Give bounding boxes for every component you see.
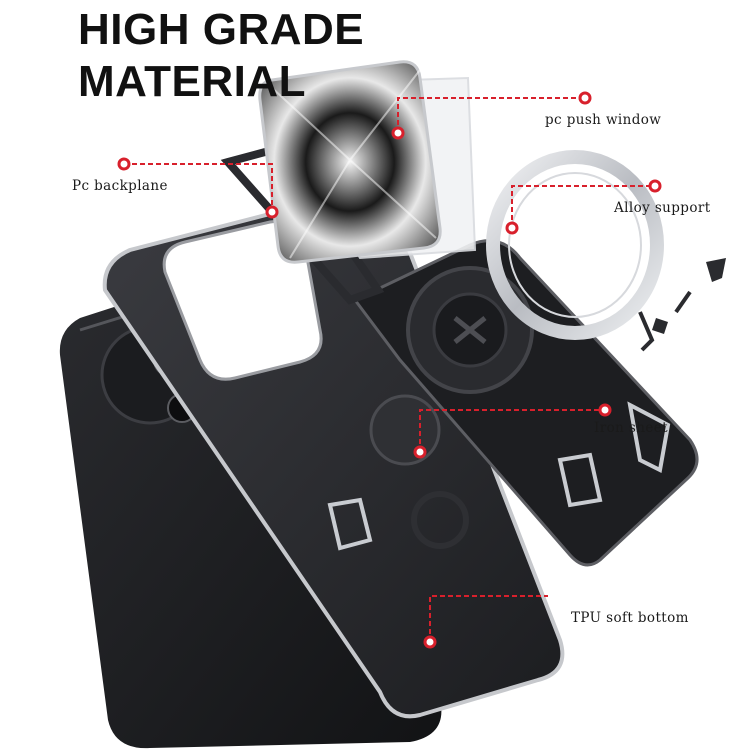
label-pc-backplane: Pc backplane bbox=[72, 178, 168, 194]
callout-line-iron-sheet bbox=[419, 409, 605, 452]
callout-line-pc-push-window bbox=[397, 97, 585, 133]
alloy-support-ring bbox=[486, 150, 664, 352]
label-pc-push-window: pc push window bbox=[545, 112, 662, 128]
label-alloy-support: Alloy support bbox=[614, 200, 711, 216]
label-tpu-soft-bottom: TPU soft bottom bbox=[571, 610, 689, 626]
callout-line-alloy-support bbox=[511, 185, 655, 228]
headline-line-2: MATERIAL bbox=[78, 57, 307, 106]
headline-line-1: HIGH GRADE bbox=[78, 5, 365, 54]
callout-line-pc-backplane bbox=[124, 163, 273, 212]
hardware-pins bbox=[652, 258, 726, 334]
label-iron-sheet: Iron sheet bbox=[594, 420, 668, 436]
pc-push-window bbox=[258, 60, 477, 264]
callout-lines bbox=[124, 97, 655, 642]
headline: HIGH GRADE MATERIAL bbox=[78, 4, 364, 108]
callout-dots bbox=[117, 91, 662, 649]
callout-line-tpu-soft-bottom bbox=[429, 595, 548, 642]
